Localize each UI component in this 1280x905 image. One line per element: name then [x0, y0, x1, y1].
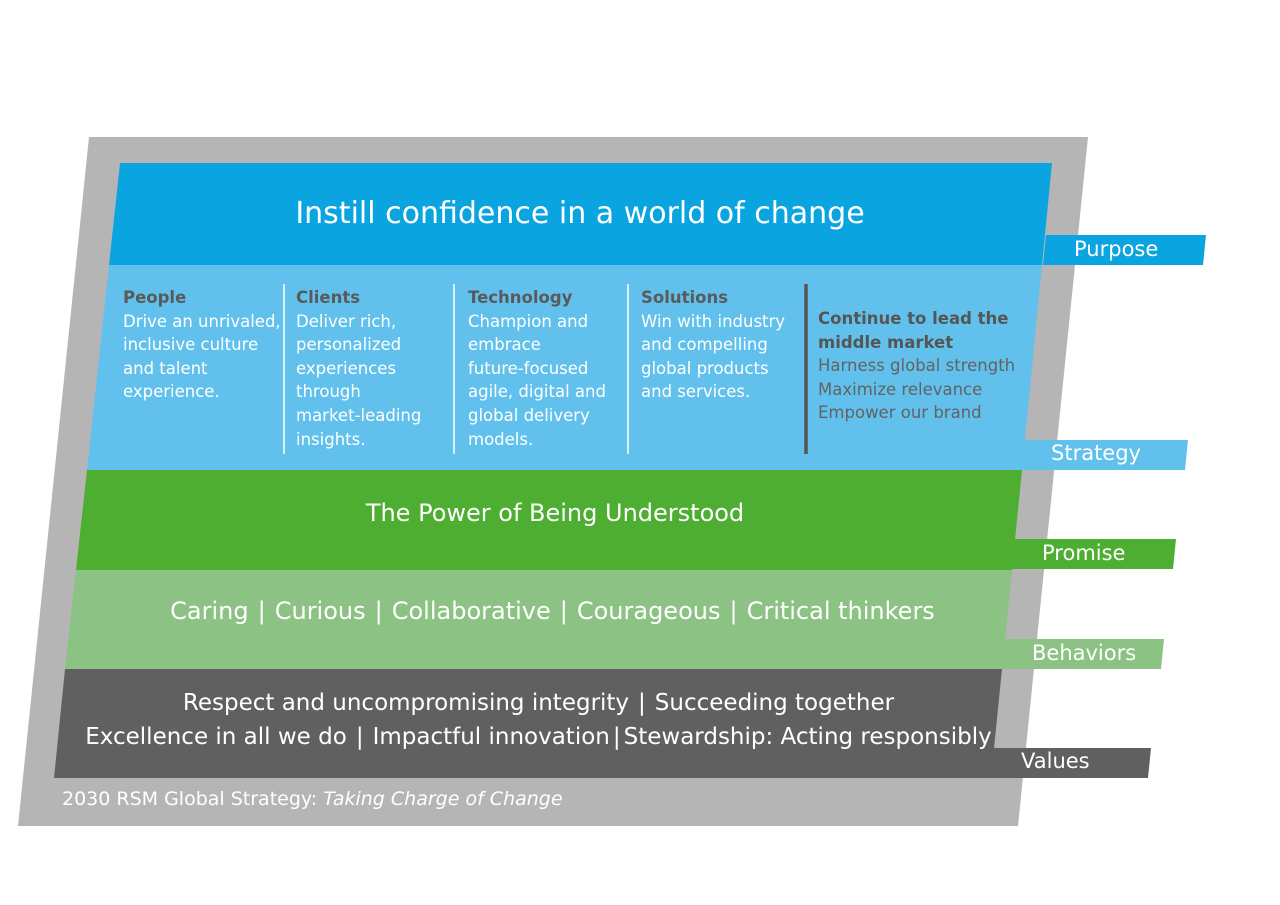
pillar-solutions: Solutions Win with industry and compelli…: [641, 286, 785, 404]
separator: |: [559, 597, 568, 625]
values-band: [54, 669, 1002, 778]
ambition-item: Harness global strength: [818, 356, 1016, 376]
pillar-clients: Clients Deliver rich, personalized exper…: [296, 286, 421, 451]
values-line-1: Respect and uncompromising integrity | Suc…: [56, 690, 1021, 716]
separator: |: [374, 597, 383, 625]
pillar-text: Drive an unrivaled, inclusive culture an…: [123, 311, 281, 402]
pillar-title: People: [123, 288, 187, 307]
behaviors-label: Behaviors: [1032, 641, 1137, 665]
pillar-title: Technology: [468, 288, 573, 307]
pillar-title: Clients: [296, 288, 361, 307]
separator: |: [729, 597, 738, 625]
pillar-text: Win with industry and compelling global …: [641, 311, 786, 402]
behavior-item: Courageous: [576, 597, 721, 625]
values-line-2: Excellence in all we do|Impactful innova…: [56, 724, 1021, 750]
promise-band: [76, 470, 1022, 570]
promise-tab: [1010, 539, 1176, 569]
strategy-tab: [1021, 440, 1188, 470]
value-item: Succeeding together: [654, 690, 895, 716]
ambition-block: Continue to lead the middle market Harne…: [818, 307, 1015, 425]
value-item: Respect and uncompromising integrity: [182, 690, 630, 716]
strategy-label: Strategy: [1051, 441, 1141, 465]
purpose-tab: [1043, 235, 1206, 265]
strategy-band: [87, 265, 1042, 470]
pillar-text: Champion and embrace future-focused agil…: [468, 311, 606, 449]
value-item: Excellence in all we do: [85, 724, 347, 750]
footer-caption: 2030 RSM Global Strategy: Taking Charge …: [62, 788, 563, 810]
behavior-item: Curious: [274, 597, 366, 625]
ambition-title: Continue to lead the middle market: [818, 309, 1009, 352]
separator: |: [355, 724, 364, 750]
ambition-item: Maximize relevance: [818, 379, 983, 399]
purpose-band: [109, 163, 1052, 265]
promise-statement: The Power of Being Understood: [365, 499, 745, 527]
pillar-text: Deliver rich, personalized experiences t…: [296, 311, 422, 449]
values-tab: [987, 748, 1151, 778]
behaviors-tab: [1000, 639, 1164, 669]
behaviors-line: Caring | Curious | Collaborative | Courageous |…: [70, 597, 1035, 625]
footer-emphasis: Taking Charge of Change: [323, 788, 563, 810]
purpose-label: Purpose: [1074, 237, 1159, 261]
behavior-item: Collaborative: [391, 597, 551, 625]
footer-prefix: 2030 RSM Global Strategy:: [62, 788, 324, 810]
value-item: Impactful innovation: [372, 724, 610, 750]
promise-label: Promise: [1042, 541, 1126, 565]
pillar-technology: Technology Champion and embrace future-f…: [468, 286, 606, 451]
separator: |: [257, 597, 266, 625]
separator: |: [638, 690, 646, 716]
behavior-item: Critical thinkers: [746, 597, 935, 625]
value-item: Stewardship: Acting responsibly: [623, 724, 992, 750]
pillar-title: Solutions: [641, 288, 729, 307]
values-label: Values: [1021, 749, 1090, 773]
pillar-people: People Drive an unrivaled, inclusive cul…: [123, 286, 281, 404]
separator: |: [612, 724, 621, 750]
behavior-item: Caring: [170, 597, 249, 625]
ambition-item: Empower our brand: [818, 403, 982, 423]
behaviors-band: [65, 570, 1012, 669]
purpose-statement: Instill confidence in a world of change: [295, 196, 865, 231]
